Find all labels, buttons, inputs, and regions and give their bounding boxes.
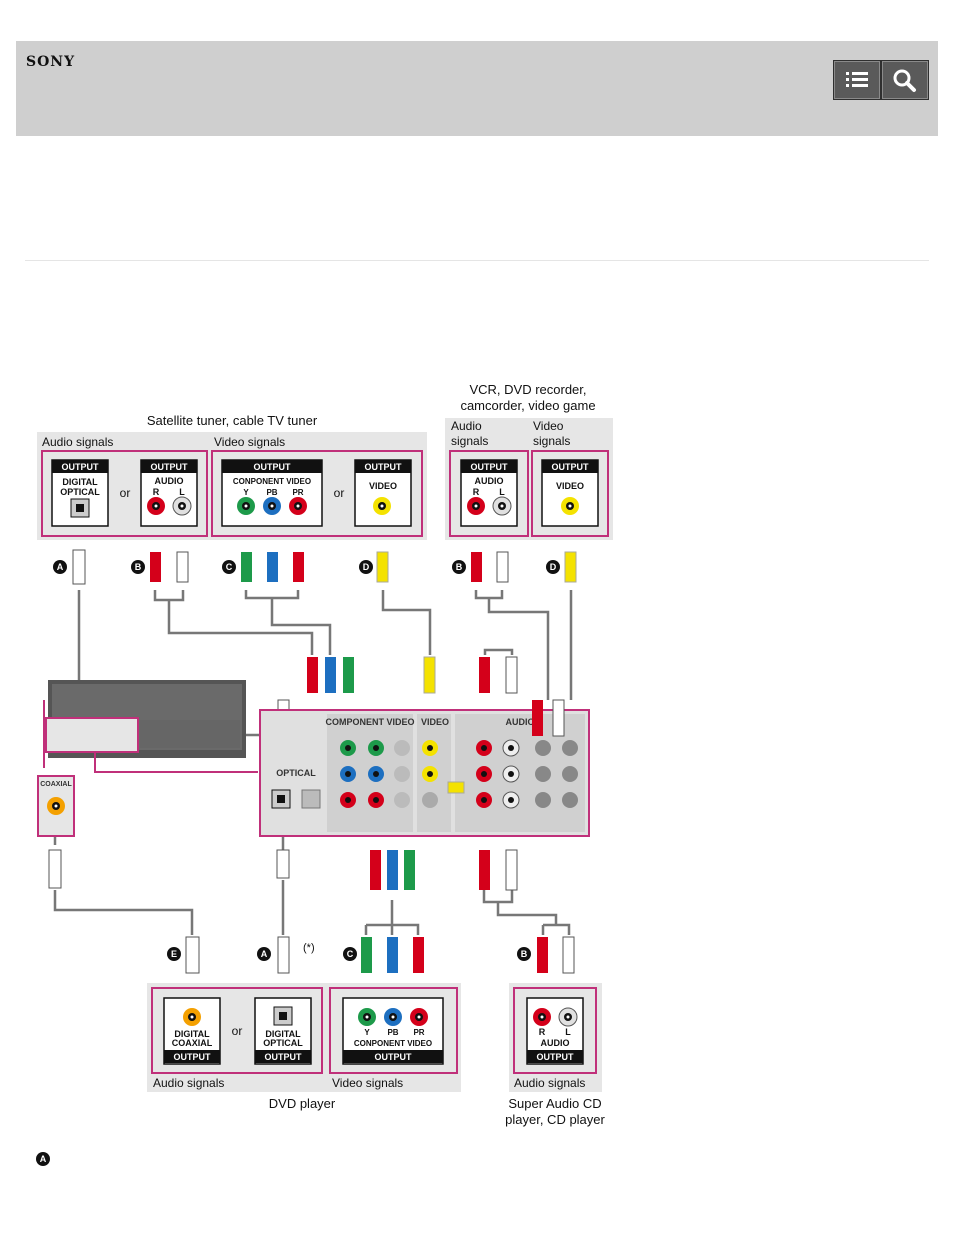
optical-label: OPTICAL	[60, 487, 100, 497]
pb-label: PB	[387, 1028, 398, 1037]
output-label: OUTPUT	[375, 1052, 413, 1062]
audio-label-line1: Audio	[451, 419, 482, 433]
marker-b: B	[521, 949, 528, 959]
r-label: R	[473, 487, 480, 497]
optical-header: OPTICAL	[276, 768, 316, 778]
video-signals-label: Video signals	[214, 435, 285, 449]
output-label: OUTPUT	[537, 1052, 575, 1062]
marker-b: B	[456, 562, 463, 572]
site-header: SONY	[16, 41, 938, 136]
digital-label: DIGITAL	[265, 1029, 301, 1039]
coaxial-header: COAXIAL	[40, 781, 72, 788]
audio-label: AUDIO	[155, 476, 184, 486]
output-label: OUTPUT	[365, 462, 403, 472]
video-label-line1: Video	[533, 419, 564, 433]
pr-label: PR	[413, 1028, 424, 1037]
receiver-thumbnail	[43, 680, 258, 773]
output-label: OUTPUT	[62, 462, 100, 472]
sacd-title-line1: Super Audio CD	[508, 1096, 601, 1111]
list-icon	[846, 72, 868, 87]
audio-signals-label: Audio signals	[42, 435, 113, 449]
component-video-label: CONPONENT VIDEO	[233, 477, 311, 486]
marker-d: D	[550, 562, 557, 572]
marker-b: B	[135, 562, 142, 572]
marker-e: E	[171, 949, 177, 959]
l-label: L	[499, 487, 505, 497]
video-signals-label: Video signals	[332, 1076, 403, 1090]
y-label: Y	[364, 1028, 370, 1037]
audio-header: AUDIO	[506, 717, 535, 727]
video-label: VIDEO	[556, 481, 584, 491]
output-label: OUTPUT	[174, 1052, 212, 1062]
audio-signals-label: Audio signals	[514, 1076, 585, 1090]
menu-button[interactable]	[833, 60, 881, 100]
output-label: OUTPUT	[254, 462, 292, 472]
footnote-marker-a: A	[36, 1152, 50, 1166]
pb-label: PB	[266, 488, 277, 497]
component-video-label: CONPONENT VIDEO	[354, 1039, 432, 1048]
coaxial-label: COAXIAL	[172, 1038, 213, 1048]
vcr-title-line2: camcorder, video game	[460, 398, 595, 413]
search-button[interactable]	[881, 60, 929, 100]
video-header: VIDEO	[421, 717, 449, 727]
vcr-title-line1: VCR, DVD recorder,	[469, 382, 586, 397]
r-label: R	[153, 487, 160, 497]
marker-a: A	[57, 562, 64, 572]
search-icon	[893, 69, 916, 92]
output-label: OUTPUT	[265, 1052, 303, 1062]
divider	[25, 260, 929, 261]
marker-a: A	[261, 949, 268, 959]
sony-logo: SONY	[26, 54, 76, 70]
signals-label-line2: signals	[533, 434, 570, 448]
digital-label: DIGITAL	[174, 1029, 210, 1039]
audio-frame	[41, 450, 208, 537]
video-frame	[211, 450, 423, 537]
note-asterisk: (*)	[303, 942, 315, 954]
or-label: or	[120, 486, 131, 500]
audio-label: AUDIO	[541, 1038, 570, 1048]
or-label: or	[334, 486, 345, 500]
output-label: OUTPUT	[471, 462, 509, 472]
marker-c: C	[347, 949, 354, 959]
dvd-player-title: DVD player	[269, 1096, 336, 1111]
output-label: OUTPUT	[552, 462, 590, 472]
digital-label: DIGITAL	[62, 477, 98, 487]
pr-label: PR	[292, 488, 303, 497]
sacd-title-line2: player, CD player	[505, 1112, 605, 1127]
component-video-header: COMPONENT VIDEO	[325, 717, 414, 727]
audio-label: AUDIO	[475, 476, 504, 486]
plugs-top	[72, 549, 577, 585]
l-label: L	[179, 487, 185, 497]
optical-label: OPTICAL	[263, 1038, 303, 1048]
output-label: OUTPUT	[151, 462, 189, 472]
y-label: Y	[243, 488, 249, 497]
marker-c: C	[226, 562, 233, 572]
signals-label-line2: signals	[451, 434, 488, 448]
r-label: R	[539, 1027, 546, 1037]
audio-signals-label: Audio signals	[153, 1076, 224, 1090]
or-label: or	[232, 1024, 243, 1038]
l-label: L	[565, 1027, 571, 1037]
marker-d: D	[363, 562, 370, 572]
video-label: VIDEO	[369, 481, 397, 491]
satellite-title: Satellite tuner, cable TV tuner	[147, 413, 318, 428]
